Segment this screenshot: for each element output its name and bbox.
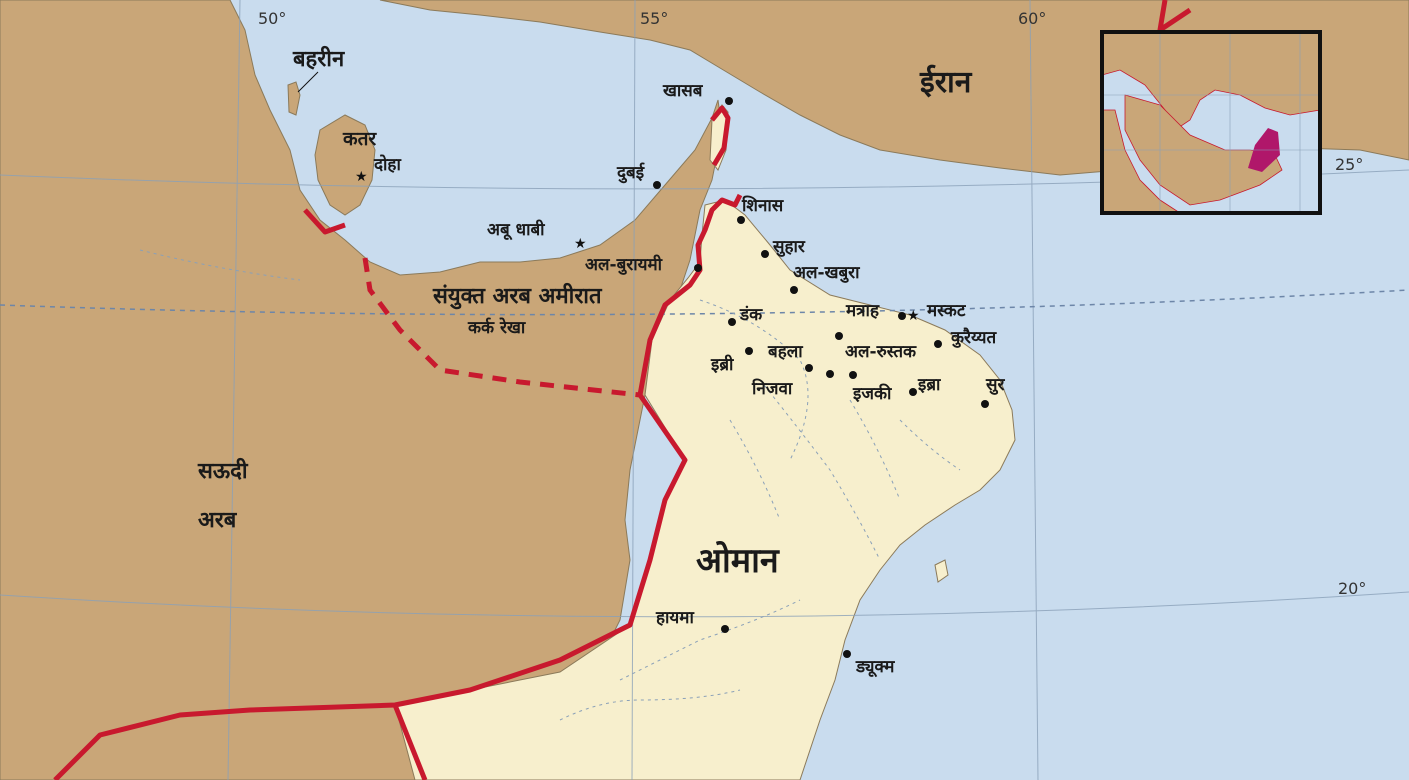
dot-al-khaburah xyxy=(790,286,798,294)
dot-al-rustaq xyxy=(835,332,843,340)
lat-20-label: 20° xyxy=(1338,579,1366,598)
dot-suhar xyxy=(761,250,769,258)
inset-map xyxy=(1100,30,1322,215)
dot-dank xyxy=(728,318,736,326)
dot-haima xyxy=(721,625,729,633)
dot-bahla xyxy=(805,364,813,372)
dot-ibra xyxy=(909,388,917,396)
label-bahla: बहला xyxy=(767,342,803,362)
dot-ibri xyxy=(745,347,753,355)
oman-land xyxy=(394,199,1016,780)
dot-shinas xyxy=(737,216,745,224)
label-saudi-1: सऊदी xyxy=(197,457,249,484)
label-haima: हायमा xyxy=(655,608,694,628)
label-al-rustaq: अल-रुस्तक xyxy=(845,342,917,362)
uae-oman-border xyxy=(637,193,743,396)
bahrain-land xyxy=(287,81,301,116)
label-izki: इजकी xyxy=(852,383,892,404)
label-dank: डंक xyxy=(739,305,763,325)
label-saudi-2: अरब xyxy=(198,508,238,533)
lon-60-label: 60° xyxy=(1018,9,1046,28)
city-markers: ★ ★ ★ xyxy=(355,97,989,658)
label-al-khaburah: अल-खबुरा xyxy=(793,263,860,283)
uae-saudi-border-dashed xyxy=(362,257,641,398)
lat-25-label: 25° xyxy=(1335,155,1363,174)
label-muttrah: मत्राह xyxy=(845,301,880,321)
label-dubai: दुबई xyxy=(616,162,645,184)
saudi-yemen-border xyxy=(392,704,428,780)
capital-star-abu-dhabi: ★ xyxy=(574,236,587,252)
label-suhar: सुहार xyxy=(772,237,806,257)
label-sur: सुर xyxy=(985,375,1005,395)
tropic-of-cancer xyxy=(0,289,1409,316)
label-al-buraimi: अल-बुरायमी xyxy=(585,254,663,275)
dot-izki xyxy=(849,371,857,379)
label-duqm: ड्यूक्म xyxy=(855,657,895,678)
label-nizwa: निजवा xyxy=(751,378,793,399)
label-bahrain: बहरीन xyxy=(292,45,345,72)
label-tropic: कर्क रेखा xyxy=(467,317,526,338)
label-qatar: कतर xyxy=(342,128,377,150)
masirah-island xyxy=(934,559,949,583)
capital-star-muscat: ★ xyxy=(907,308,920,324)
wadi-lines xyxy=(139,249,961,721)
qatar-border xyxy=(303,208,346,235)
label-doha: दोहा xyxy=(373,154,401,175)
label-quryat: कुरैय्यत xyxy=(950,327,997,348)
lon-50-label: 50° xyxy=(258,9,286,28)
capital-star-doha: ★ xyxy=(355,169,368,185)
label-ibra: इब्रा xyxy=(917,375,941,395)
lon-55-label: 55° xyxy=(640,9,668,28)
dot-duqm xyxy=(843,650,851,658)
dot-al-buraimi xyxy=(694,264,702,272)
dot-sur xyxy=(981,400,989,408)
musandam-border xyxy=(710,105,731,167)
label-iran: ईरान xyxy=(919,64,973,100)
dot-khasab xyxy=(725,97,733,105)
dot-nizwa xyxy=(826,370,834,378)
dot-quryat xyxy=(934,340,942,348)
inset-land xyxy=(1101,31,1321,131)
bahrain-leader xyxy=(297,71,319,93)
label-shinas: शिनास xyxy=(741,195,785,216)
oman-saudi-border xyxy=(53,393,688,780)
label-ibri: इब्री xyxy=(710,354,734,375)
qatar-land xyxy=(314,114,376,216)
label-muscat: मस्कट xyxy=(926,301,967,321)
label-khasab: खासब xyxy=(662,81,704,101)
label-oman: ओमान xyxy=(696,540,780,581)
label-abu-dhabi: अबू धाबी xyxy=(487,219,545,241)
dot-dubai xyxy=(653,181,661,189)
dot-muttrah xyxy=(898,312,906,320)
label-uae: संयुक्त अरब अमीरात xyxy=(432,282,603,310)
